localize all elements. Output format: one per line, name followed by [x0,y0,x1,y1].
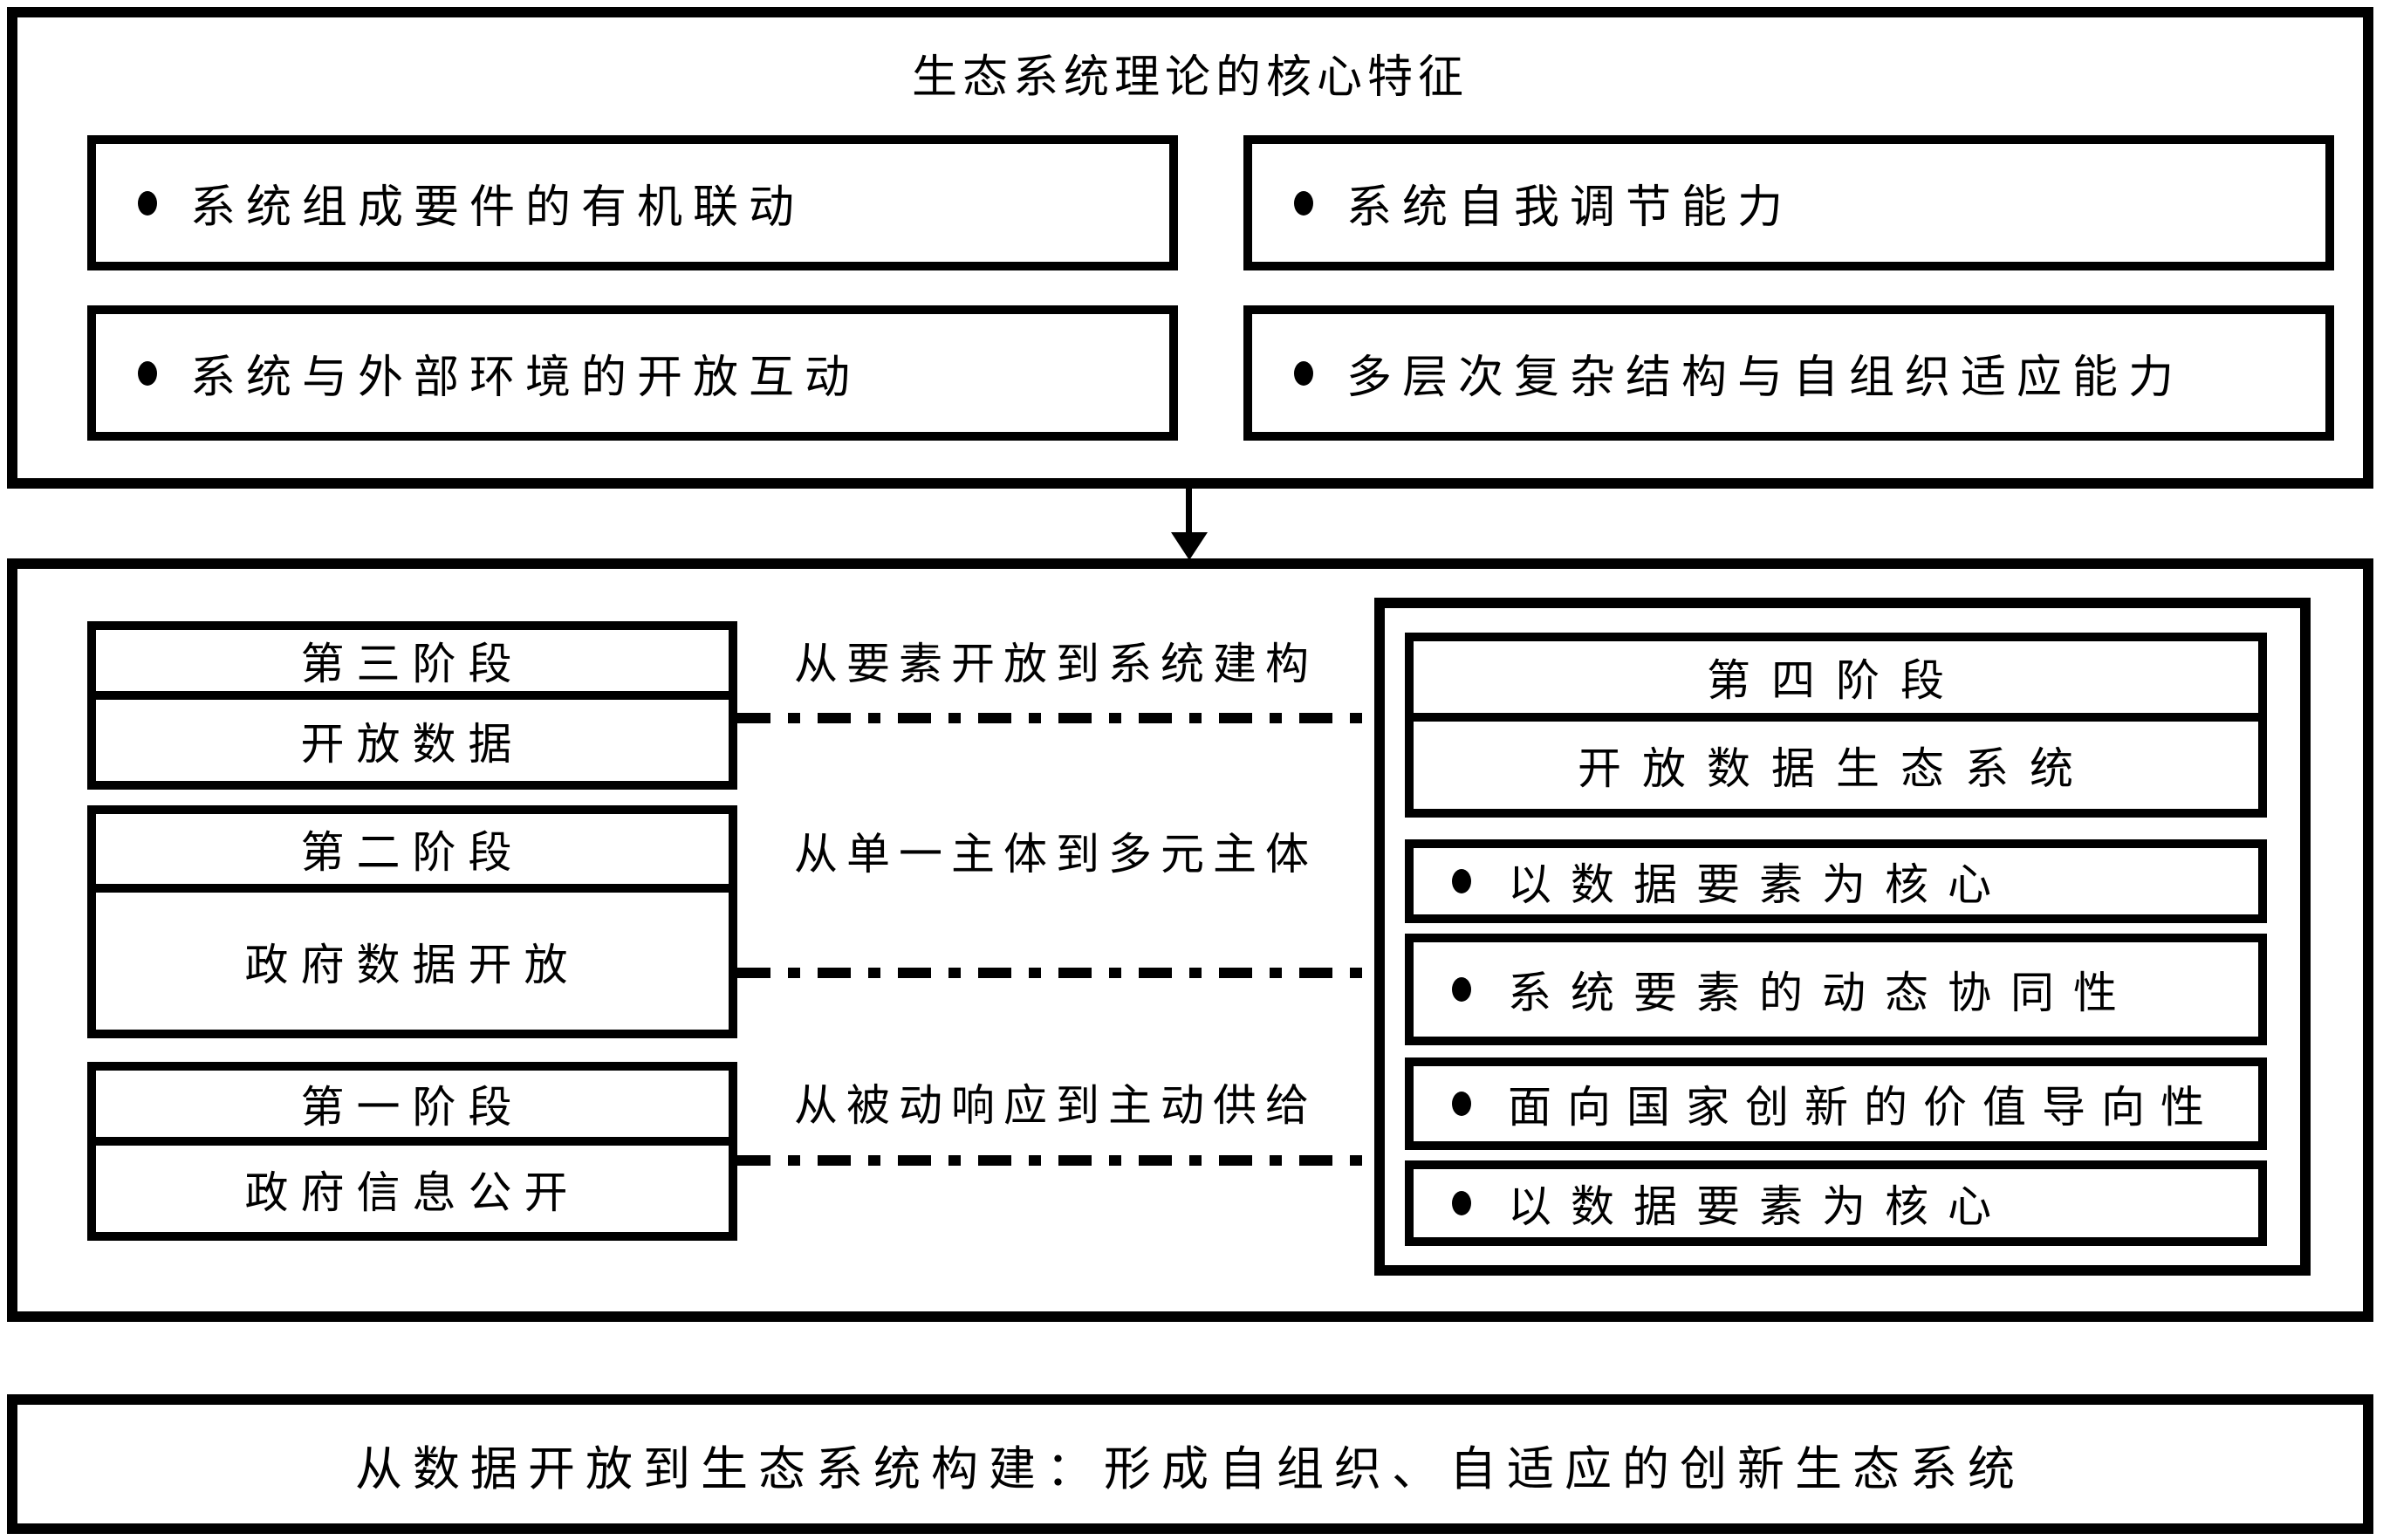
bullet-icon [1452,869,1471,893]
stage-four-feature-box: 以数据要素为核心 [1405,839,2267,923]
bullet-icon [1452,1092,1471,1116]
dash-dot-divider [737,1155,1374,1166]
stage-label: 第一阶段 [96,1071,729,1146]
bullet-icon [1452,1191,1471,1215]
conclusion-panel: 从数据开放到生态系统构建：形成自组织、自适应的创新生态系统 [7,1394,2373,1534]
feature-text: 以数据要素为核心 [1508,1182,2010,1231]
down-arrow-head-icon [1171,532,1208,560]
stage-content: 开放数据 [300,719,524,769]
feature-text: 系统自我调节能力 [1346,183,1794,233]
stage-four-feature-box: 以数据要素为核心 [1405,1160,2267,1246]
stage-label: 第三阶段 [96,630,729,700]
transition-text: 从被动响应到主动供给 [794,1081,1318,1130]
feature-box: 系统自我调节能力 [1243,135,2334,270]
ecosystem-theory-panel: 生态系统理论的核心特征 系统组成要件的有机联动 系统自我调节能力 系统与外部环境… [7,7,2373,489]
dash-dot-divider [737,713,1374,723]
transition-text: 从要素开放到系统建构 [794,640,1318,688]
feature-box: 系统组成要件的有机联动 [87,135,1178,270]
feature-box: 系统与外部环境的开放互动 [87,305,1178,441]
bullet-icon [1452,977,1471,1002]
bullet-icon [138,360,157,386]
stage-box-fourth: 第四阶段 开放数据生态系统 [1405,633,2267,818]
feature-box: 多层次复杂结构与自组织适应能力 [1243,305,2334,441]
dash-dot-divider [737,968,1374,978]
feature-text: 面向国家创新的价值导向性 [1508,1083,2220,1132]
stage-content: 政府信息公开 [244,1167,580,1217]
feature-text: 系统与外部环境的开放互动 [190,353,861,403]
feature-text: 系统要素的动态协同性 [1508,968,2136,1017]
panel-title: 生态系统理论的核心特征 [911,53,1469,103]
stage-box-second: 第二阶段 政府数据开放 [87,805,737,1038]
feature-text: 系统组成要件的有机联动 [190,183,805,233]
stage-label: 第四阶段 [1414,641,2258,722]
stage-content: 开放数据生态系统 [1578,744,2094,793]
feature-text: 多层次复杂结构与自组织适应能力 [1346,353,2185,403]
transition-text: 从单一主体到多元主体 [794,830,1318,879]
stage-label: 第二阶段 [96,814,729,893]
bullet-icon [1294,360,1313,386]
conclusion-text: 从数据开放到生态系统构建：形成自组织、自适应的创新生态系统 [355,1442,2025,1496]
down-arrow-shaft [1186,489,1192,534]
feature-text: 以数据要素为核心 [1508,860,2010,909]
stages-panel: 第三阶段 开放数据 第二阶段 政府数据开放 第一阶段 政府信息公开 从要素开放到… [7,558,2373,1322]
bullet-icon [1294,190,1313,216]
bullet-icon [138,190,157,216]
stage-content: 政府数据开放 [244,940,580,989]
stage-four-feature-box: 系统要素的动态协同性 [1405,934,2267,1045]
stage-four-feature-box: 面向国家创新的价值导向性 [1405,1057,2267,1150]
stage-four-container: 第四阶段 开放数据生态系统 以数据要素为核心 系统要素的动态协同性 面向国家创新… [1374,598,2311,1276]
stage-box-third: 第三阶段 开放数据 [87,621,737,790]
stage-box-first: 第一阶段 政府信息公开 [87,1062,737,1241]
